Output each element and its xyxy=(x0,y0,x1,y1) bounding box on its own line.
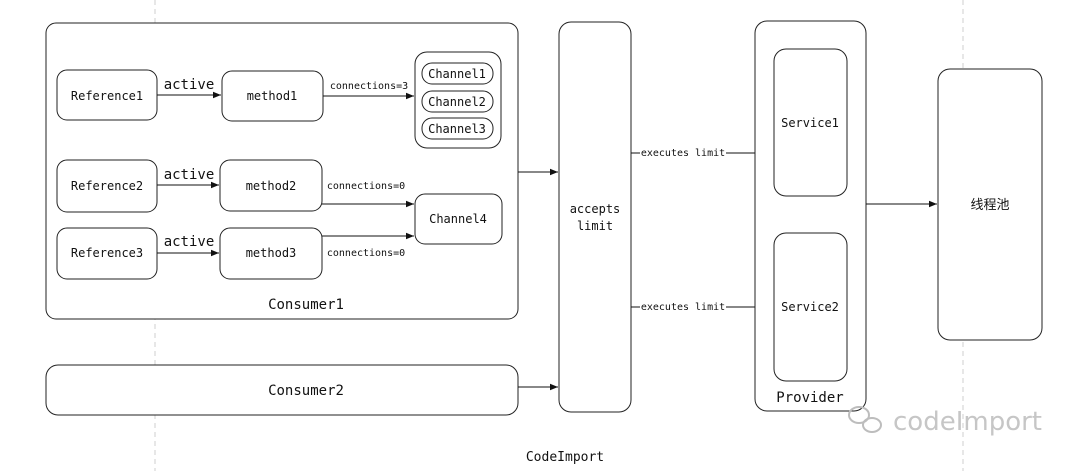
accepts-limit-box xyxy=(558,21,632,413)
thread-pool-box xyxy=(937,68,1043,341)
consumer1-group: Consumer1 Reference1 active method1 conn… xyxy=(45,22,519,320)
consumer2-label: Consumer2 xyxy=(268,383,344,399)
reference3-label: Reference3 xyxy=(71,246,143,260)
executes-label-1: executes limit xyxy=(641,148,725,159)
service2-label: Service2 xyxy=(781,300,839,314)
active-label-2: active xyxy=(164,167,215,183)
consumer2-box xyxy=(45,364,519,416)
connections-label-3: connections=0 xyxy=(327,248,405,259)
method1-label: method1 xyxy=(247,89,298,103)
channel4-box xyxy=(414,193,503,245)
channel2-pill xyxy=(421,90,494,113)
connections-label-1: connections=3 xyxy=(330,81,408,92)
channel3-pill xyxy=(421,117,494,140)
accepts-limit-line2: limit xyxy=(577,219,613,233)
channel1-label: Channel1 xyxy=(428,67,486,81)
wechat-icon xyxy=(848,406,882,433)
method3-label: method3 xyxy=(246,246,297,260)
watermark-text: codeImport xyxy=(893,407,1042,437)
wechat-watermark: codeImport xyxy=(848,406,1042,437)
consumer1-label: Consumer1 xyxy=(268,297,344,313)
active-label-1: active xyxy=(164,77,215,93)
caption: CodeImport xyxy=(526,450,604,465)
reference1-label: Reference1 xyxy=(71,89,143,103)
reference2-label: Reference2 xyxy=(71,179,143,193)
provider-label: Provider xyxy=(776,390,843,406)
method2-box xyxy=(219,159,323,212)
executes-label-1-bg xyxy=(640,146,726,159)
thread-pool-label: 线程池 xyxy=(970,198,1009,213)
channel3-label: Channel3 xyxy=(428,122,486,136)
channel1-pill xyxy=(421,62,494,85)
reference2-box xyxy=(56,159,158,213)
service1-label: Service1 xyxy=(781,116,839,130)
service1-box xyxy=(773,48,848,197)
active-label-3: active xyxy=(164,234,215,250)
executes-label-2: executes limit xyxy=(641,302,725,313)
accepts-limit-line1: accepts xyxy=(570,202,621,216)
executes-label-2-bg xyxy=(640,300,726,313)
method2-label: method2 xyxy=(246,179,297,193)
method3-box xyxy=(219,227,323,280)
service2-box xyxy=(773,232,848,382)
connections-label-2: connections=0 xyxy=(327,181,405,192)
channel4-label: Channel4 xyxy=(429,212,487,226)
channel2-label: Channel2 xyxy=(428,95,486,109)
